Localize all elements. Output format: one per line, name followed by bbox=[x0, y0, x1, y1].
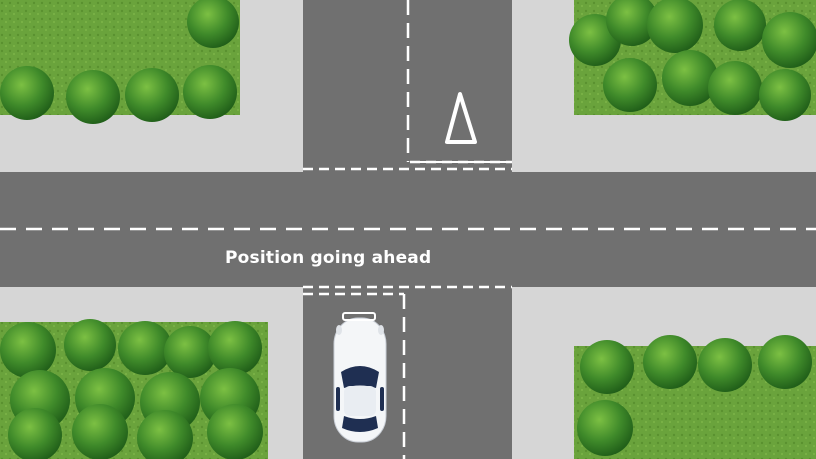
road-horizontal bbox=[0, 172, 816, 287]
caption-position-going-ahead: Position going ahead bbox=[225, 248, 432, 268]
trees-top-right bbox=[569, 0, 816, 121]
trees-top-left bbox=[0, 0, 239, 124]
car-top-view-icon bbox=[333, 312, 387, 443]
trees-bottom-right bbox=[577, 335, 812, 456]
trees-bottom-left bbox=[0, 319, 263, 459]
give-way-triangle-icon bbox=[445, 92, 477, 144]
